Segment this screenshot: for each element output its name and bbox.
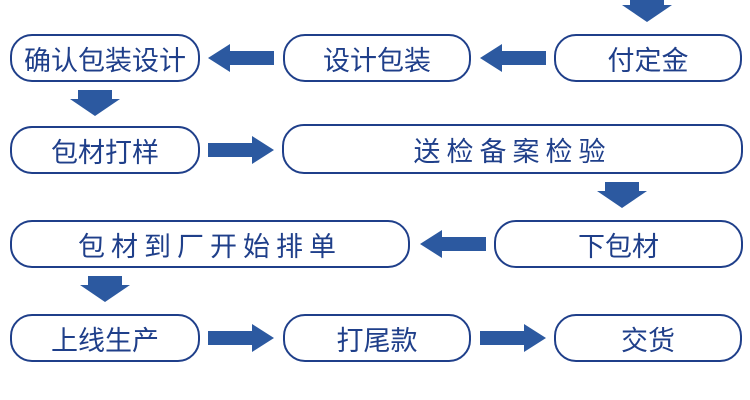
step-label: 下包材 xyxy=(578,231,659,263)
step-label: 上线生产 xyxy=(51,325,159,357)
arrow-right-to-inspection xyxy=(208,136,274,164)
step-deposit: 付定金 xyxy=(554,34,742,82)
step-final-payment: 打尾款 xyxy=(283,314,471,362)
arrow-down-into-deposit xyxy=(622,0,672,22)
step-order-materials: 下包材 xyxy=(494,220,743,268)
arrow-right-to-final-payment xyxy=(208,324,274,352)
arrow-down-to-material-sample xyxy=(70,90,120,116)
step-production: 上线生产 xyxy=(10,314,200,362)
step-material-sample: 包材打样 xyxy=(10,126,200,174)
step-label: 包材到厂开始排单 xyxy=(78,231,342,263)
step-label: 交货 xyxy=(621,325,675,357)
step-inspection-filing: 送检备案检验 xyxy=(282,124,743,174)
arrow-down-to-production xyxy=(80,276,130,302)
step-label: 设计包装 xyxy=(323,45,431,77)
step-label: 确认包装设计 xyxy=(24,45,186,77)
step-confirm-design: 确认包装设计 xyxy=(10,34,200,82)
step-delivery: 交货 xyxy=(554,314,742,362)
step-label: 付定金 xyxy=(607,45,689,77)
step-label: 包材打样 xyxy=(51,137,159,169)
arrow-down-to-order-materials xyxy=(597,182,647,208)
step-package-design: 设计包装 xyxy=(283,34,471,82)
arrow-left-to-materials-to-factory xyxy=(420,230,486,258)
step-materials-to-factory: 包材到厂开始排单 xyxy=(10,220,410,268)
step-label: 打尾款 xyxy=(336,325,418,357)
arrow-left-to-package-design xyxy=(480,44,546,72)
step-label: 送检备案检验 xyxy=(413,136,612,168)
arrow-right-to-delivery xyxy=(480,324,546,352)
arrow-left-to-confirm-design xyxy=(208,44,274,72)
